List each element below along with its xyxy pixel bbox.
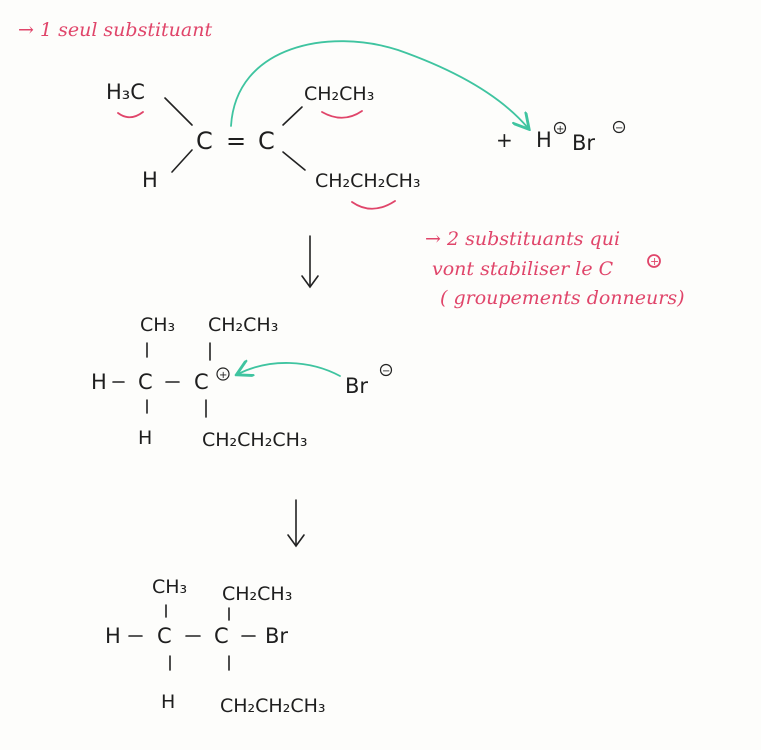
reactant-ch2ch3: CH₂CH₃ xyxy=(304,83,374,105)
bond-c-ethyl xyxy=(282,106,303,126)
reaction-arrow-1-head xyxy=(301,275,319,289)
reaction-arrow-2-head xyxy=(287,534,305,548)
intermediate-h-left: H xyxy=(91,370,107,394)
bond-h-c xyxy=(171,149,193,173)
note-one-substituent: → 1 seul substituant xyxy=(18,19,212,41)
reactant-h: H xyxy=(142,168,158,192)
carbocation-charge: + xyxy=(219,370,227,381)
hbr-h-charge: + xyxy=(556,124,564,135)
intermediate-c1: C xyxy=(138,370,153,394)
intermediate-c2: C xyxy=(194,370,209,394)
underline-h3c xyxy=(117,111,144,119)
product-h-left: H xyxy=(105,624,121,648)
hbr-h: H xyxy=(536,128,552,152)
intermediate-ch3: CH₃ xyxy=(140,314,175,336)
underline-propyl xyxy=(351,200,396,210)
hbr-br: Br xyxy=(572,131,595,155)
product-propyl: CH₂CH₂CH₃ xyxy=(220,695,326,717)
reactant-c-left: C xyxy=(196,127,213,155)
bromide-br: Br xyxy=(345,374,368,398)
bond-h3c-c xyxy=(164,97,193,126)
reactant-double-bond: = xyxy=(226,127,246,155)
underline-ethyl xyxy=(321,110,363,119)
intermediate-h-bottom: H xyxy=(138,427,152,449)
note-two-substituents-3: ( groupements donneurs) xyxy=(440,287,685,309)
note-cation-plus: + xyxy=(650,255,659,268)
bond-c-propyl xyxy=(282,151,306,171)
bromide-charge: − xyxy=(382,366,390,377)
product-br: Br xyxy=(265,624,288,648)
hbr-h-charge-circle xyxy=(553,121,567,135)
reactant-plus-sign: + xyxy=(496,128,513,152)
bromide-charge-circle xyxy=(379,363,393,377)
product-ch2ch3: CH₂CH₃ xyxy=(222,583,292,605)
hbr-br-charge-circle xyxy=(612,120,626,134)
reactant-c-right: C xyxy=(258,127,275,155)
product-h-bottom: H xyxy=(161,691,175,713)
note-cation-charge-circle xyxy=(647,254,661,268)
intermediate-ch2ch3: CH₂CH₃ xyxy=(208,314,278,336)
product-ch3: CH₃ xyxy=(152,576,187,598)
reactant-propyl: CH₂CH₂CH₃ xyxy=(315,170,421,192)
arrow-bromide-to-carbocation xyxy=(238,363,341,376)
product-c2: C xyxy=(214,624,229,648)
hbr-br-charge: − xyxy=(615,123,623,134)
note-two-substituents-1: → 2 substituants qui xyxy=(425,228,620,250)
carbocation-charge-circle xyxy=(216,367,230,381)
reactant-h3c: H₃C xyxy=(106,80,145,104)
product-c1: C xyxy=(157,624,172,648)
note-two-substituents-2: vont stabiliser le C xyxy=(432,258,614,280)
intermediate-propyl: CH₂CH₂CH₃ xyxy=(202,429,308,451)
arrow-double-bond-to-h xyxy=(230,40,528,128)
